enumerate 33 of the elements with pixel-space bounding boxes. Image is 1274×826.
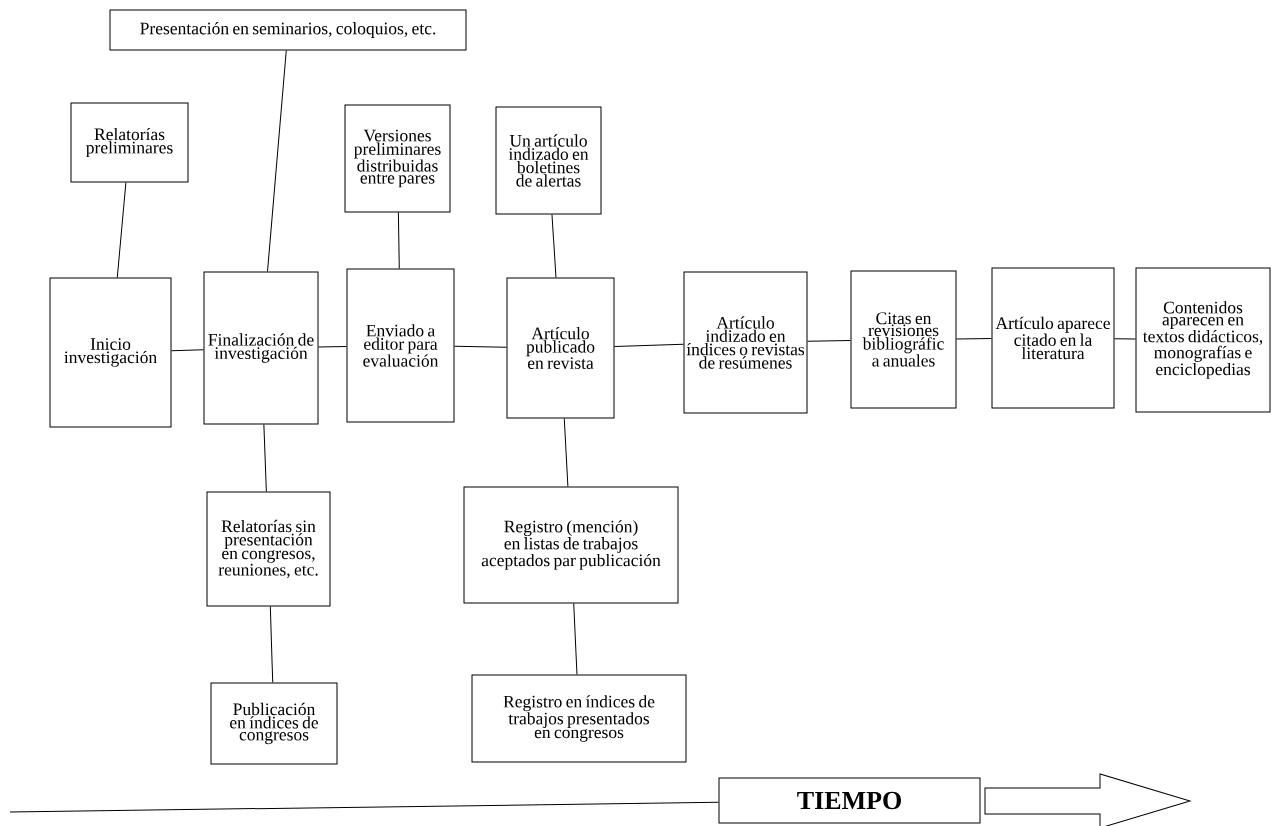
- text-box: Artículo publicado en revista: [506, 277, 615, 419]
- connector-line: [563, 418, 569, 487]
- connector-line: [614, 343, 684, 347]
- connector-line: [171, 349, 204, 352]
- connector-line: [267, 50, 287, 272]
- text-box: Artículo indizado en índices o revistas de resúmenes: [683, 271, 808, 414]
- text-box: Relatorías preliminares: [70, 102, 189, 183]
- connector-line: [116, 182, 127, 278]
- text-box: Citas en revisiones bibliográfic a anuales: [850, 270, 957, 409]
- connector-line: [956, 338, 992, 340]
- connector-line: [397, 212, 400, 269]
- time-label-box: TIEMPO: [718, 777, 981, 824]
- text-box: Artículo aparece citado en la literatura: [991, 267, 1115, 409]
- text-box: Presentación en seminarios, coloquios, etc.: [109, 9, 467, 51]
- connector-line: [454, 345, 507, 348]
- text-box: Contenidos aparecen en textos didácticos, monografías e enciclopedias: [1135, 267, 1271, 413]
- text-box: Un artículo indizado en boletines de alertas: [495, 106, 602, 215]
- connector-line: [1114, 338, 1136, 340]
- connector-line: [573, 603, 578, 675]
- text-box: Registro en índices de trabajos presentados en congresos: [471, 674, 687, 763]
- timeline: [9, 801, 719, 813]
- connector-line: [269, 606, 274, 683]
- connector-line: [318, 345, 347, 348]
- text-box: Relatorías sin presentación en congresos, reuniones, etc.: [206, 491, 331, 607]
- text-box: Registro (mención) en listas de trabajos aceptados par publicación: [463, 486, 679, 604]
- text-box: Versiones preliminares distribuidas entre pares: [344, 104, 451, 213]
- connector-line: [263, 424, 267, 492]
- connector-line: [551, 214, 557, 278]
- text-box: Inicio investigación: [49, 277, 172, 428]
- text-box: Enviado a editor para evaluación: [346, 268, 455, 423]
- text-box: Finalización de investigación: [203, 271, 319, 425]
- text-box: Publicación en índices de congresos: [210, 682, 338, 765]
- connector-line: [807, 340, 851, 342]
